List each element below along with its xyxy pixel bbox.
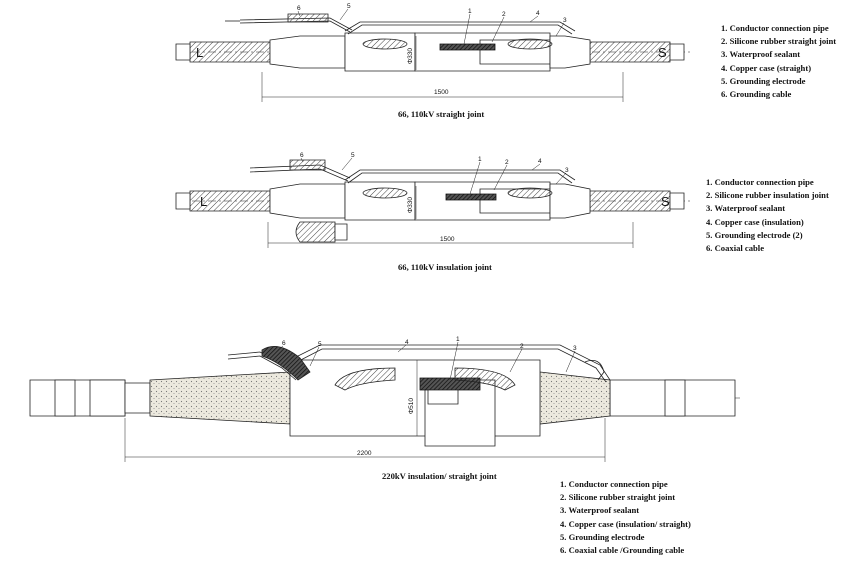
legend-item: 1. Conductor connection pipe: [560, 479, 668, 489]
legend-item: 2. Silicone rubber straight joint: [721, 36, 837, 47]
legend-item: 6. Coaxial cable /Grounding cable: [560, 545, 685, 556]
diagram-insulation-joint: [176, 160, 690, 248]
end-left-label-2: L: [200, 194, 207, 209]
end-right-label-1: S: [658, 45, 667, 60]
diagram-220kv-joint: [30, 345, 740, 462]
dimension-length-3: 2200: [357, 450, 372, 457]
dimension-diameter-1: Φ330: [407, 48, 414, 64]
callout-1-2: 2: [502, 11, 506, 18]
legend-item: 2. Silicone rubber straight joint: [560, 492, 676, 503]
diagram1-labels: L S 1500 Φ330 1 2 3 4 5 6: [196, 3, 667, 96]
callout-3-3: 3: [573, 345, 577, 352]
legend-item: 3. Waterproof sealant: [560, 505, 640, 516]
legend-item: 5. Grounding electrode: [721, 75, 806, 86]
dimension-diameter-2: Φ330: [407, 197, 414, 213]
end-right-label-2: S: [661, 194, 670, 209]
callout-3-4: 4: [405, 339, 409, 346]
legend-item: 6. Coaxial cable: [706, 243, 765, 254]
legend-item: 2. Silicone rubber insulation joint: [706, 190, 829, 201]
legend-item: 1. Conductor connection pipe: [706, 177, 814, 187]
diagram3-labels: 2200 Φ510 1 2 3 4 5 6: [282, 336, 577, 457]
diagram-straight-joint: [176, 14, 690, 102]
legend-item: 3. Waterproof sealant: [706, 203, 786, 214]
legend-item: 6. Grounding cable: [721, 89, 792, 100]
caption-220kv-joint: 220kV insulation/ straight joint: [382, 471, 497, 481]
callout-3-5: 5: [318, 341, 322, 348]
callout-3-1: 1: [456, 336, 460, 343]
callout-2-2: 2: [505, 159, 509, 166]
legend-item: 3. Waterproof sealant: [721, 49, 801, 60]
callout-1-1: 1: [468, 8, 472, 15]
legend-item: 4. Copper case (insulation/ straight): [560, 518, 691, 529]
diagram1-leaders: [298, 9, 564, 44]
callout-1-4: 4: [536, 10, 540, 17]
legend-insulation-joint: 1. Conductor connection pipe 2. Silicone…: [706, 176, 829, 255]
legend-item: 4. Copper case (insulation): [706, 216, 804, 227]
callout-2-4: 4: [538, 158, 542, 165]
legend-item: 5. Grounding electrode: [560, 531, 645, 542]
legend-220kv-joint: 1. Conductor connection pipe 2. Silicone…: [560, 478, 691, 557]
diagram2-labels: L S 1500 Φ330 1 2 3 4 5 6: [200, 152, 670, 243]
caption-insulation-joint: 66, 110kV insulation joint: [398, 262, 492, 272]
legend-straight-joint: 1. Conductor connection pipe 2. Silicone…: [721, 22, 836, 101]
callout-1-5: 5: [347, 3, 351, 10]
diagram3-leaders: [278, 342, 575, 380]
callout-1-6: 6: [297, 5, 301, 12]
callout-2-6: 6: [300, 152, 304, 159]
callout-2-1: 1: [478, 156, 482, 163]
callout-3-6: 6: [282, 340, 286, 347]
callout-1-3: 3: [563, 17, 567, 24]
callout-2-5: 5: [351, 152, 355, 159]
dimension-diameter-3: Φ510: [408, 398, 415, 414]
callout-2-3: 3: [565, 167, 569, 174]
legend-item: 4. Copper case (straight): [721, 62, 812, 73]
diagram2-leaders: [301, 158, 566, 194]
legend-item: 5. Grounding electrode (2): [706, 229, 803, 240]
dimension-length-2: 1500: [440, 236, 455, 243]
caption-straight-joint: 66, 110kV straight joint: [398, 109, 485, 119]
dimension-length-1: 1500: [434, 89, 449, 96]
callout-3-2: 2: [520, 343, 524, 350]
legend-item: 1. Conductor connection pipe: [721, 23, 829, 33]
end-left-label-1: L: [196, 45, 203, 60]
